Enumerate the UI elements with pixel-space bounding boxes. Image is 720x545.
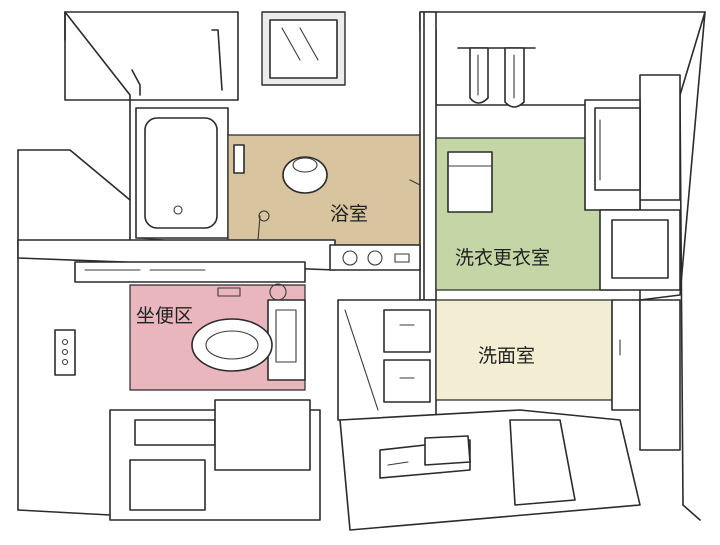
bathtub xyxy=(135,107,241,246)
label-bathroom: 浴室 xyxy=(330,203,368,225)
entrance-floor-left xyxy=(109,399,321,521)
label-toilet-area: 坐便区 xyxy=(136,305,193,327)
bath-sink-counter xyxy=(329,244,421,271)
bathroom-floor xyxy=(227,134,421,246)
vanity-cabinet xyxy=(337,299,437,421)
bathroom-fixtures xyxy=(233,144,421,241)
grab-bar xyxy=(131,29,223,96)
label-laundry-room: 洗衣更衣室 xyxy=(455,247,550,269)
toilet-control-panel xyxy=(54,329,76,376)
middle-wall xyxy=(17,239,336,283)
laundry-items xyxy=(447,151,493,213)
right-cabinet xyxy=(611,299,681,451)
toilet xyxy=(191,283,306,381)
washing-machine xyxy=(584,74,681,291)
entrance-floor-right xyxy=(339,409,641,531)
outer-walls xyxy=(17,11,706,521)
partition-wall xyxy=(419,11,437,301)
label-washroom: 洗面室 xyxy=(478,345,535,367)
hanging-towels xyxy=(457,47,536,108)
window xyxy=(261,11,346,86)
